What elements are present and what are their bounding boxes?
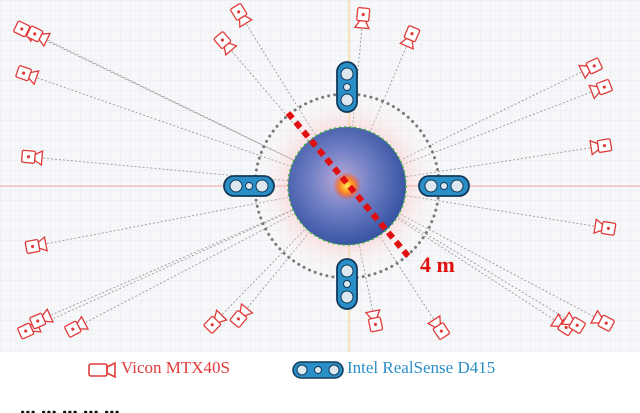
vicon-camera-icon [588,78,613,100]
vicon-camera-icon [213,31,238,57]
camera-ray [25,73,348,187]
realsense-camera-icon [336,258,358,310]
distance-label: 4 m [420,252,455,277]
vicon-camera-icon [353,6,371,30]
vicon-camera-icon [15,65,40,86]
vicon-camera-icon [589,138,613,156]
vicon-cameras [13,3,617,340]
vicon-camera-icon [203,308,228,334]
vicon-camera-icon [88,361,116,379]
legend: Vicon MTX40S Intel RealSense D415 [0,355,640,385]
vicon-camera-icon [26,25,52,48]
vicon-camera-icon [29,307,54,330]
legend-realsense-label: Intel RealSense D415 [347,358,496,377]
camera-ray [346,185,605,323]
vicon-camera-icon [589,309,615,332]
camera-ray [346,185,565,327]
camera-ray [346,145,603,187]
realsense-camera-icon [336,61,358,113]
camera-ray [74,185,348,329]
realsense-cameras [223,61,470,310]
realsense-camera-icon [418,175,470,197]
realsense-camera-icon [292,361,344,379]
camera-ray [346,66,593,187]
camera-ray [346,185,576,325]
realsense-camera-icon [223,175,275,197]
vicon-camera-icon [364,308,384,333]
camera-ray [346,87,603,187]
vicon-camera-icon [64,315,90,338]
vicon-camera-icon [426,314,451,340]
vicon-camera-icon [229,302,254,328]
legend-vicon-label: Vicon MTX40S [121,358,231,377]
vicon-camera-icon [230,3,254,29]
vicon-camera-icon [593,218,617,236]
center-marker [333,172,361,200]
caption-cut-off: ... ... ... ... ... [20,395,120,413]
vicon-camera-icon [398,25,421,50]
vicon-camera-icon [24,235,48,254]
vicon-camera-icon [577,57,603,80]
camera-ray [36,34,348,187]
vicon-camera-icon [20,149,44,167]
vicon-camera-icon [560,311,586,334]
